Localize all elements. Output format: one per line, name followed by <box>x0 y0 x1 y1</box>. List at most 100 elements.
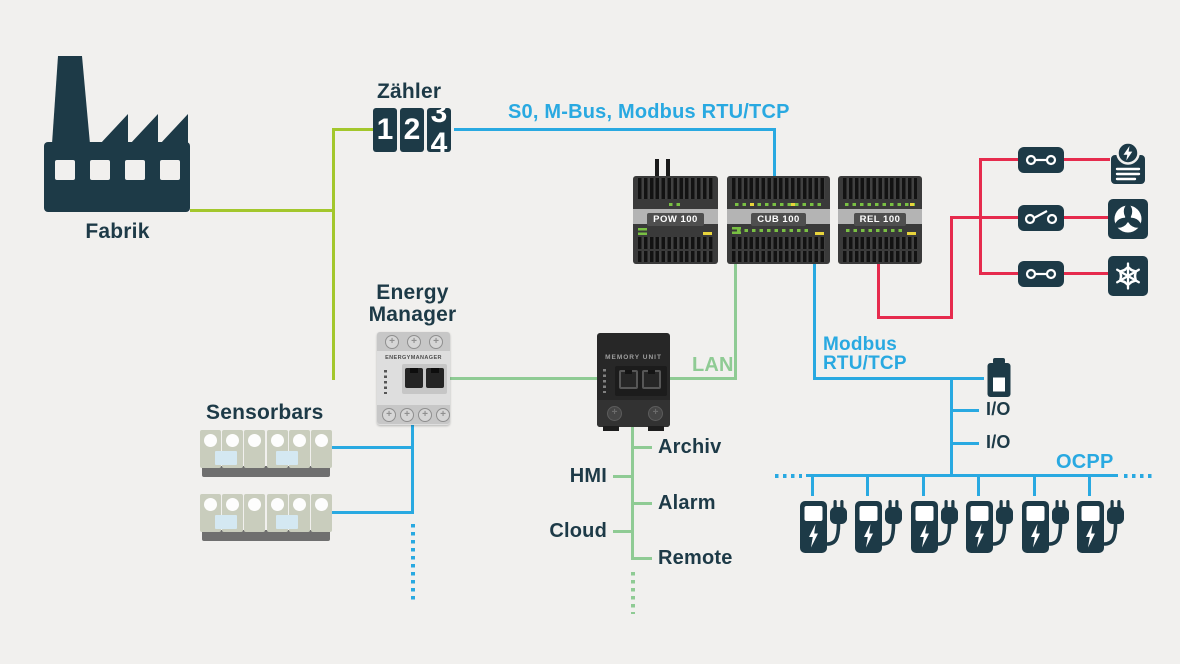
sensorbars-label: Sensorbars <box>206 401 324 424</box>
pow100-cable-1 <box>655 159 659 178</box>
ev-charger-icon <box>1077 500 1124 553</box>
sensor-hole-icon <box>292 434 306 447</box>
memory-to-lan-line <box>670 377 737 380</box>
sensor-hole-icon <box>292 498 306 511</box>
sensor-window <box>276 451 298 465</box>
archiv-stub-line <box>631 446 652 449</box>
sensor-hole-icon <box>226 434 240 447</box>
ethernet-port-icon <box>619 370 638 389</box>
sensor-hole-icon <box>226 498 240 511</box>
din-slots <box>732 178 825 199</box>
hmi-label: HMI <box>569 465 607 487</box>
led-row <box>846 229 904 232</box>
pow100-cable-2 <box>666 159 670 178</box>
ocpp-bus-dots-left <box>775 474 802 478</box>
battery-icon <box>987 358 1011 397</box>
din-slots <box>732 251 825 262</box>
meter-digit-rolling: 3 4 <box>427 108 451 152</box>
s0-mbus-line <box>454 128 776 131</box>
energy-manager-label-line1: Energy <box>376 281 449 304</box>
cub100-module: CUB 100 <box>727 176 830 264</box>
led-yellow <box>907 232 917 235</box>
sensor-hole-icon <box>270 498 284 511</box>
led-yellow <box>909 203 914 206</box>
led-yellow <box>814 232 824 235</box>
sensorbar-trunk-line <box>411 425 414 514</box>
io1-label: I/O <box>986 399 1011 419</box>
led-row <box>735 203 822 206</box>
charger-drop-line <box>922 476 925 496</box>
module-band: CUB 100 <box>727 209 830 226</box>
charger-drop-line <box>811 476 814 496</box>
charger-drop-line <box>1033 476 1036 496</box>
screw-icon <box>407 335 421 349</box>
relay-mid-branch-line <box>950 216 1022 219</box>
ethernet-port-icon <box>405 368 423 388</box>
modbus-riser-line <box>950 377 953 477</box>
screw-icon <box>436 408 450 422</box>
sensor-hole-icon <box>204 498 217 511</box>
module-band: REL 100 <box>838 209 922 226</box>
sensorbar <box>200 430 334 478</box>
io2-label: I/O <box>986 432 1011 452</box>
ethernet-port-icon <box>426 368 444 388</box>
sensor-hole-icon <box>270 434 284 447</box>
meter-digit-roll-bottom: 4 <box>430 127 448 152</box>
screw-icon <box>607 406 622 421</box>
screw-icon <box>400 408 414 422</box>
s0-mbus-drop-line <box>773 128 776 177</box>
screw-icon <box>429 335 443 349</box>
device-foot <box>648 426 664 431</box>
led-green <box>638 228 648 235</box>
din-slots <box>843 251 917 262</box>
modbus-horizontal-line <box>813 377 984 380</box>
archiv-label: Archiv <box>658 436 722 458</box>
sensor-window <box>215 515 237 529</box>
ocpp-bus <box>806 474 1118 477</box>
ethernet-ports <box>402 364 447 394</box>
factory-label: Fabrik <box>85 220 150 243</box>
module-name: REL 100 <box>853 213 907 226</box>
cloud-stub-line <box>613 530 634 533</box>
ev-charger-icon <box>800 500 847 553</box>
relay-closed-icon <box>1018 147 1064 173</box>
service-trunk-line <box>631 427 634 560</box>
remote-stub-line <box>631 557 652 560</box>
memory-unit-device-label: MEMORY UNIT <box>605 354 662 361</box>
cloud-label: Cloud <box>549 520 607 542</box>
sensorbar2-stub-line <box>331 511 413 514</box>
relay-low-branch-line <box>979 272 1022 275</box>
heater-feed-line <box>1062 158 1110 161</box>
ev-charger-icon <box>1022 500 1069 553</box>
electric-heater-icon <box>1111 141 1145 184</box>
screw-icon <box>418 408 432 422</box>
io1-stub-line <box>950 409 979 412</box>
ethernet-port-icon <box>642 370 661 389</box>
screw-icon <box>385 335 399 349</box>
sensor-block <box>244 494 266 532</box>
screw-icon <box>382 408 396 422</box>
din-rail <box>202 530 330 541</box>
memory-unit-base <box>597 400 670 427</box>
meter-digit-2: 2 <box>400 108 424 152</box>
charger-drop-line <box>977 476 980 496</box>
module-name: CUB 100 <box>751 213 806 226</box>
led-row <box>844 203 916 206</box>
meter-label: Zähler <box>377 80 442 103</box>
terminal-band <box>377 405 450 424</box>
relay-bottom-line <box>877 316 953 319</box>
relay-closed-icon <box>1018 261 1064 287</box>
led-yellow <box>790 203 795 206</box>
memory-unit-device: MEMORY UNIT <box>597 333 670 431</box>
service-dotted-line <box>631 572 635 614</box>
fan-icon <box>1108 199 1148 239</box>
relay-open-icon <box>1018 205 1064 231</box>
alarm-stub-line <box>631 502 652 505</box>
status-led-column <box>603 369 606 393</box>
ethernet-ports <box>615 366 667 396</box>
ev-charger <box>910 476 960 560</box>
din-slots <box>843 237 917 249</box>
ev-charger-group <box>799 476 1159 561</box>
sensor-hole-icon <box>204 434 217 447</box>
sensor-hole-icon <box>248 434 262 447</box>
